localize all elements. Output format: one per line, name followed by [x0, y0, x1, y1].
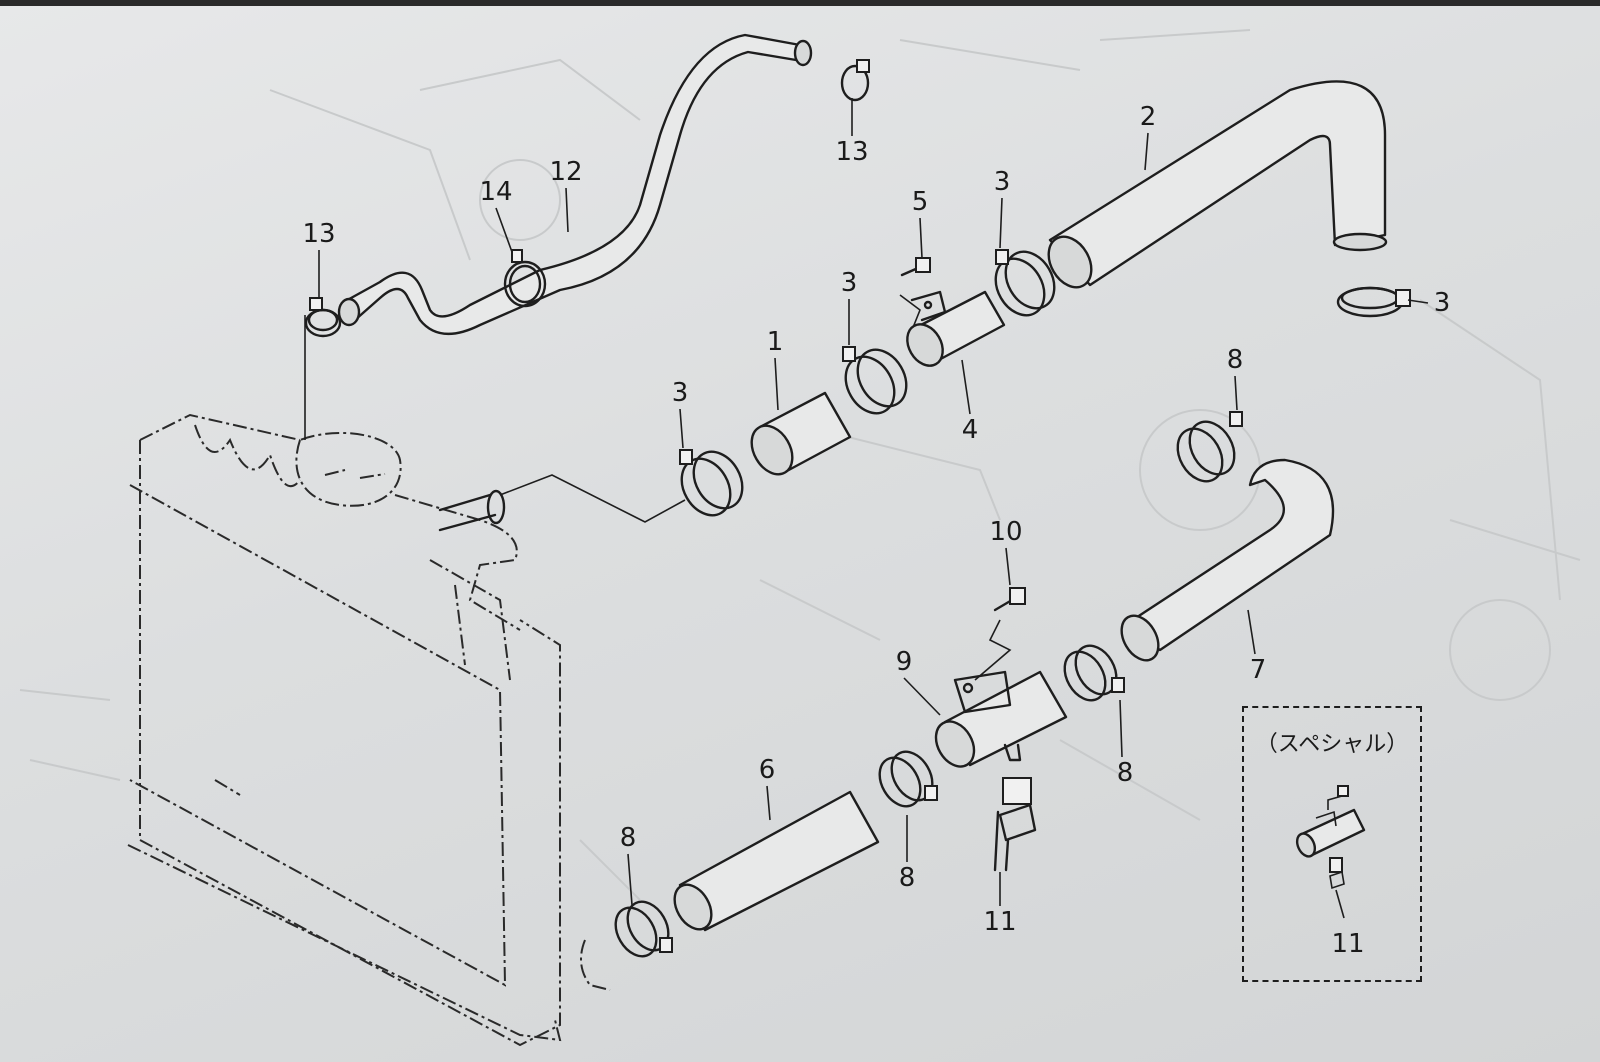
callout-part-7: 7 — [1249, 655, 1267, 685]
radiator-outline — [127, 413, 611, 1047]
callout-part-8-top: 8 — [1226, 345, 1244, 375]
callout-part-5: 5 — [911, 187, 929, 217]
bolt-10 — [993, 587, 1026, 612]
callout-part-8-right: 8 — [1116, 758, 1134, 788]
drain-cock — [993, 777, 1037, 872]
callout-part-3-left: 3 — [671, 378, 689, 408]
upper-hose — [1047, 80, 1388, 289]
callout-part-4: 4 — [961, 415, 979, 445]
lower-right-hose — [1120, 411, 1335, 662]
short-hose — [750, 391, 852, 476]
upper-pipe — [906, 290, 1006, 367]
callout-part-14: 14 — [479, 177, 513, 207]
callout-part-8-middle: 8 — [898, 863, 916, 893]
callout-part-11: 11 — [983, 907, 1017, 937]
callout-part-13-top: 13 — [835, 137, 869, 167]
inset-drain-detail — [1295, 785, 1366, 919]
callout-part-6: 6 — [758, 755, 776, 785]
bolt-5 — [900, 257, 931, 277]
small-clamps — [304, 59, 870, 338]
callout-part-8-left: 8 — [619, 823, 637, 853]
callout-part-13-left: 13 — [302, 219, 336, 249]
callout-part-1: 1 — [766, 327, 784, 357]
leader-lines — [304, 294, 1012, 681]
callout-part-3-middle: 3 — [840, 268, 858, 298]
callout-part-12: 12 — [549, 157, 583, 187]
inset-title: （スペシャル） — [1255, 732, 1409, 757]
inset-callout-part-11: 11 — [1331, 929, 1365, 959]
lower-pipe — [934, 670, 1068, 768]
lower-left-hose — [673, 790, 880, 932]
callout-part-3-top: 3 — [993, 167, 1011, 197]
special-variant-inset: （スペシャル） 11 — [1242, 706, 1422, 982]
callout-part-2: 2 — [1139, 102, 1157, 132]
callout-part-10: 10 — [989, 517, 1023, 547]
callout-part-3-right: 3 — [1433, 288, 1451, 318]
callout-part-9: 9 — [895, 647, 913, 677]
